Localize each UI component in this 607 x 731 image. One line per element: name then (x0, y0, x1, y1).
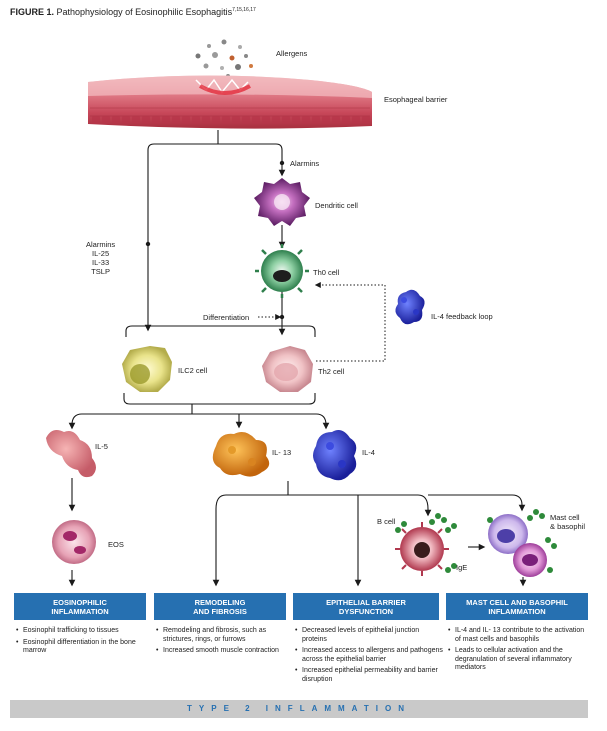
ige-on-mast-cells (487, 509, 557, 573)
bullet-item: Remodeling and fibrosis, such as strictu… (156, 627, 288, 644)
outcome-box-eosinophilic: EOSINOPHILIC INFLAMMATION (14, 593, 146, 620)
th2-cell-label: Th2 cell (318, 367, 345, 376)
ilc2-cell (122, 346, 172, 392)
outcome-bullets-remodeling: Remodeling and fibrosis, such as strictu… (156, 627, 288, 659)
bullet-item: Increased epithelial permeability and ba… (295, 667, 443, 684)
figure-number: FIGURE 1. (10, 7, 55, 17)
outcome-title-line1: EPITHELIAL BARRIER (326, 597, 406, 607)
outcome-title-line1: REMODELING (194, 597, 246, 607)
basophil (513, 543, 547, 577)
outcome-box-remodeling: REMODELING AND FIBROSIS (154, 593, 286, 620)
eos-cell (52, 520, 96, 564)
mast-cell-basophil-label: Mast cell & basophil (550, 513, 585, 531)
dendritic-cell (254, 178, 310, 226)
alarmins-list-tslp: TSLP (91, 267, 110, 276)
alarmins-list-title: Alarmins (86, 240, 116, 249)
bullet-item: Eosinophil differentiation in the bone m… (16, 639, 146, 656)
th0-cell (255, 244, 309, 298)
figure-title: FIGURE 1. Pathophysiology of Eosinophili… (10, 7, 256, 17)
ilc2-cell-label: ILC2 cell (178, 366, 208, 375)
b-cell-label: B cell (377, 517, 396, 526)
eos-label: EOS (108, 540, 124, 549)
allergen-particles (195, 39, 253, 78)
ige-label: IgE (456, 563, 468, 572)
differentiation-label: Differentiation (203, 313, 250, 322)
il4-label: IL-4 (362, 448, 375, 457)
esophageal-barrier-tissue (88, 75, 372, 129)
bullet-item: Leads to cellular activation and the deg… (448, 647, 590, 673)
figure-references: 7,15,16,17 (232, 7, 256, 13)
dotted-lines (258, 282, 386, 362)
outcome-title-line2: INFLAMMATION (51, 606, 109, 616)
il5-label: IL-5 (95, 442, 108, 451)
bullet-item: Increased smooth muscle contraction (156, 647, 288, 656)
esophageal-barrier-label: Esophageal barrier (384, 95, 448, 104)
basophil-label: & basophil (550, 522, 586, 531)
junction-dots (145, 160, 285, 320)
outcome-bullets-epithelial: Decreased levels of epithelial junction … (295, 627, 443, 688)
mast-cell-label: Mast cell (550, 513, 580, 522)
figure-title-text: Pathophysiology of Eosinophilic Esophagi… (56, 7, 233, 17)
outcome-title-line2: DYSFUNCTION (338, 606, 394, 616)
outcome-bullets-eosinophilic: Eosinophil trafficking to tissues Eosino… (16, 627, 146, 659)
alarmins-list-il33: IL-33 (92, 258, 110, 267)
il4-protein (313, 430, 357, 481)
bullet-item: Eosinophil trafficking to tissues (16, 627, 146, 636)
outcome-title-line1: EOSINOPHILIC (53, 597, 107, 607)
il13-protein (212, 432, 270, 477)
outcome-bullets-mast-cell: IL-4 and IL- 13 contribute to the activa… (448, 627, 590, 676)
bullet-item: Decreased levels of epithelial junction … (295, 627, 443, 644)
il5-protein (46, 430, 96, 478)
connector-lines (68, 130, 527, 587)
th2-cell (262, 346, 313, 392)
allergens-label: Allergens (276, 49, 308, 58)
b-cell (395, 522, 449, 576)
outcome-title-line2: AND FIBROSIS (193, 606, 247, 616)
alarmins-label: Alarmins (290, 159, 320, 168)
alarmins-list-il25: IL-25 (92, 249, 110, 258)
outcome-box-epithelial: EPITHELIAL BARRIER DYSFUNCTION (293, 593, 439, 620)
bullet-item: Increased access to allergens and pathog… (295, 647, 443, 664)
il13-label: IL- 13 (272, 448, 292, 457)
alarmins-list: Alarmins IL-25 IL-33 TSLP (86, 240, 115, 276)
outcome-title-line2: INFLAMMATION (488, 606, 546, 616)
outcome-title-line1: MAST CELL AND BASOPHIL (466, 597, 568, 607)
mast-cell (488, 514, 528, 554)
dendritic-cell-label: Dendritic cell (315, 201, 358, 210)
outcome-box-mast-cell: MAST CELL AND BASOPHIL INFLAMMATION (446, 593, 588, 620)
bullet-item: IL-4 and IL- 13 contribute to the activa… (448, 627, 590, 644)
il4-feedback-protein (395, 289, 425, 325)
il4-feedback-label: IL-4 feedback loop (431, 312, 493, 321)
th0-cell-label: Th0 cell (313, 268, 340, 277)
footer-banner: TYPE 2 INFLAMMATION (10, 700, 588, 718)
ige-antibodies (395, 513, 457, 573)
